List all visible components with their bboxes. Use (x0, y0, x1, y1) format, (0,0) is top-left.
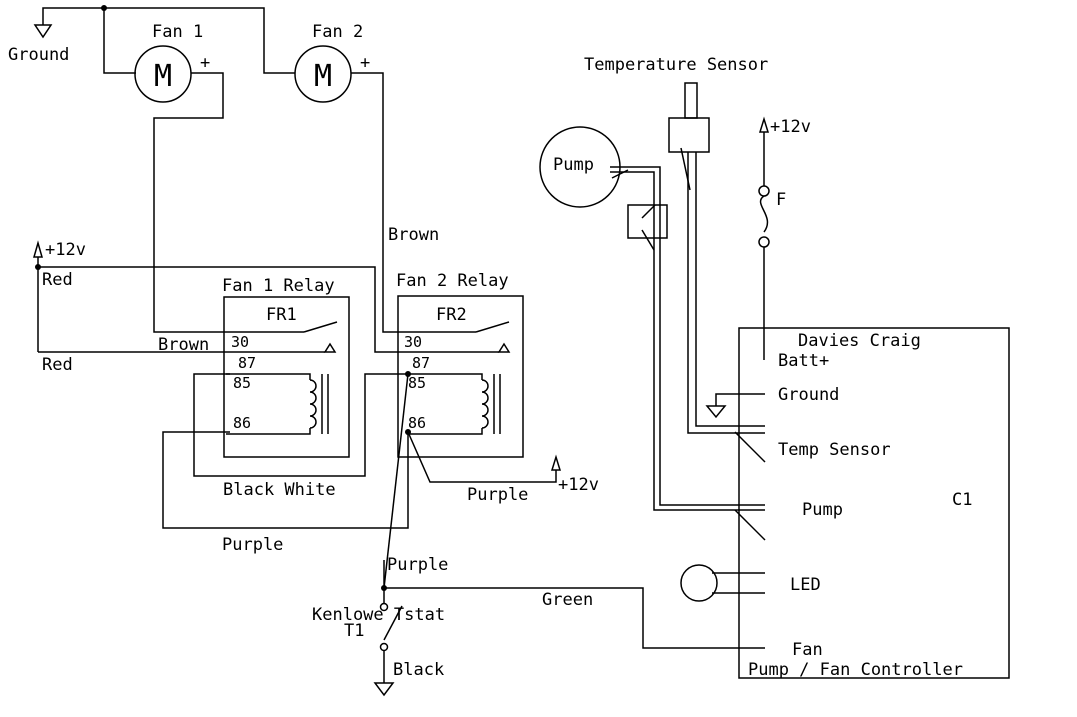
black-label: Black (393, 660, 444, 680)
led-indicator (680, 564, 765, 602)
fan-ctrl-label: Fan (792, 640, 823, 660)
red-top-label: Red (42, 270, 73, 290)
top-ground-symbol (33, 7, 104, 39)
purple-left-label: Purple (222, 535, 283, 555)
fr1-pin86: 86 (233, 414, 251, 432)
fan2-motor: M (294, 45, 352, 103)
temp-ctrl-label: Temp Sensor (778, 440, 891, 460)
fuse-label: F (776, 190, 786, 210)
fan2-label: Fan 2 (312, 22, 363, 42)
fan1-label: Fan 1 (152, 22, 203, 42)
fr2-pin30: 30 (404, 333, 422, 351)
v12-right-label: +12v (770, 117, 811, 137)
fan1-ground-wire (103, 8, 136, 74)
temp-sensor-wire-diagonal (734, 431, 766, 463)
v12-right-symbol (758, 116, 770, 133)
fr1-pin87-wire (193, 373, 408, 477)
fan2-plus: + (360, 53, 370, 73)
fr2-pin87: 87 (412, 354, 430, 372)
fan-ground-wire (104, 7, 295, 74)
fr2-pin85: 85 (408, 374, 426, 392)
fr1-pin87: 87 (238, 354, 256, 372)
kenlowe-label: Kenlowe Tstat (312, 605, 445, 625)
fan2-motor-symbol: M (314, 59, 332, 94)
fr1-label: FR1 (266, 305, 297, 325)
fan1-relay-label: Fan 1 Relay (222, 276, 335, 296)
fr2-purple-wire (407, 431, 557, 483)
fr2-label: FR2 (436, 305, 467, 325)
purple-fr2-label: Purple (467, 485, 528, 505)
v12-left-symbol (33, 240, 43, 352)
fan1-motor-symbol: M (154, 59, 172, 94)
pump-wire-diagonal (734, 509, 766, 541)
controller-ground-symbol (705, 393, 765, 419)
pump-label: Pump (553, 155, 594, 175)
fan1-motor: M (134, 45, 192, 103)
fr1-coil (226, 373, 329, 435)
fan1-positive-wire (153, 72, 230, 333)
kenlowe-thermostat-switch (373, 602, 403, 697)
c1-label: C1 (952, 490, 972, 510)
fr1-contact (230, 321, 338, 353)
green-label: Green (542, 590, 593, 610)
fan2-relay-box (397, 295, 524, 458)
fr2-pin86: 86 (408, 414, 426, 432)
pump-ctrl-label: Pump (802, 500, 843, 520)
fr2-contact (400, 321, 511, 353)
fuse (758, 132, 770, 360)
red-supply-wire-top (38, 266, 400, 353)
fan1-relay-box (223, 296, 350, 458)
fan2-positive-wire (351, 72, 400, 333)
ground-ctrl-label: Ground (778, 385, 839, 405)
controller-footer: Pump / Fan Controller (748, 660, 963, 680)
v12-left-label: +12v (45, 240, 86, 260)
purple-feed-wire (383, 373, 409, 589)
v12-fr2-symbol (550, 454, 562, 471)
green-wire (384, 587, 765, 649)
purple-mid-label: Purple (387, 555, 448, 575)
fr1-pin86-wire (162, 431, 409, 529)
red-bottom-label: Red (42, 355, 73, 375)
batt-label: Batt+ (778, 351, 829, 371)
controller-box (738, 327, 1010, 679)
pump-wiring (610, 166, 765, 511)
ground-top-label: Ground (8, 45, 69, 65)
led-label: LED (790, 575, 821, 595)
brown-fr1-label: Brown (158, 335, 209, 355)
t1-label: T1 (344, 621, 364, 641)
black-white-label: Black White (223, 480, 336, 500)
fr1-pin30: 30 (231, 333, 249, 351)
fr2-coil (408, 373, 501, 435)
v12-fr2-label: +12v (558, 475, 599, 495)
fr1-pin85: 85 (233, 374, 251, 392)
temperature-sensor-label: Temperature Sensor (584, 55, 768, 75)
brown-mid-label: Brown (388, 225, 439, 245)
fan2-relay-label: Fan 2 Relay (396, 271, 509, 291)
temperature-sensor (668, 82, 765, 434)
controller-title: Davies Craig (798, 331, 921, 351)
fan1-plus: + (200, 53, 210, 73)
